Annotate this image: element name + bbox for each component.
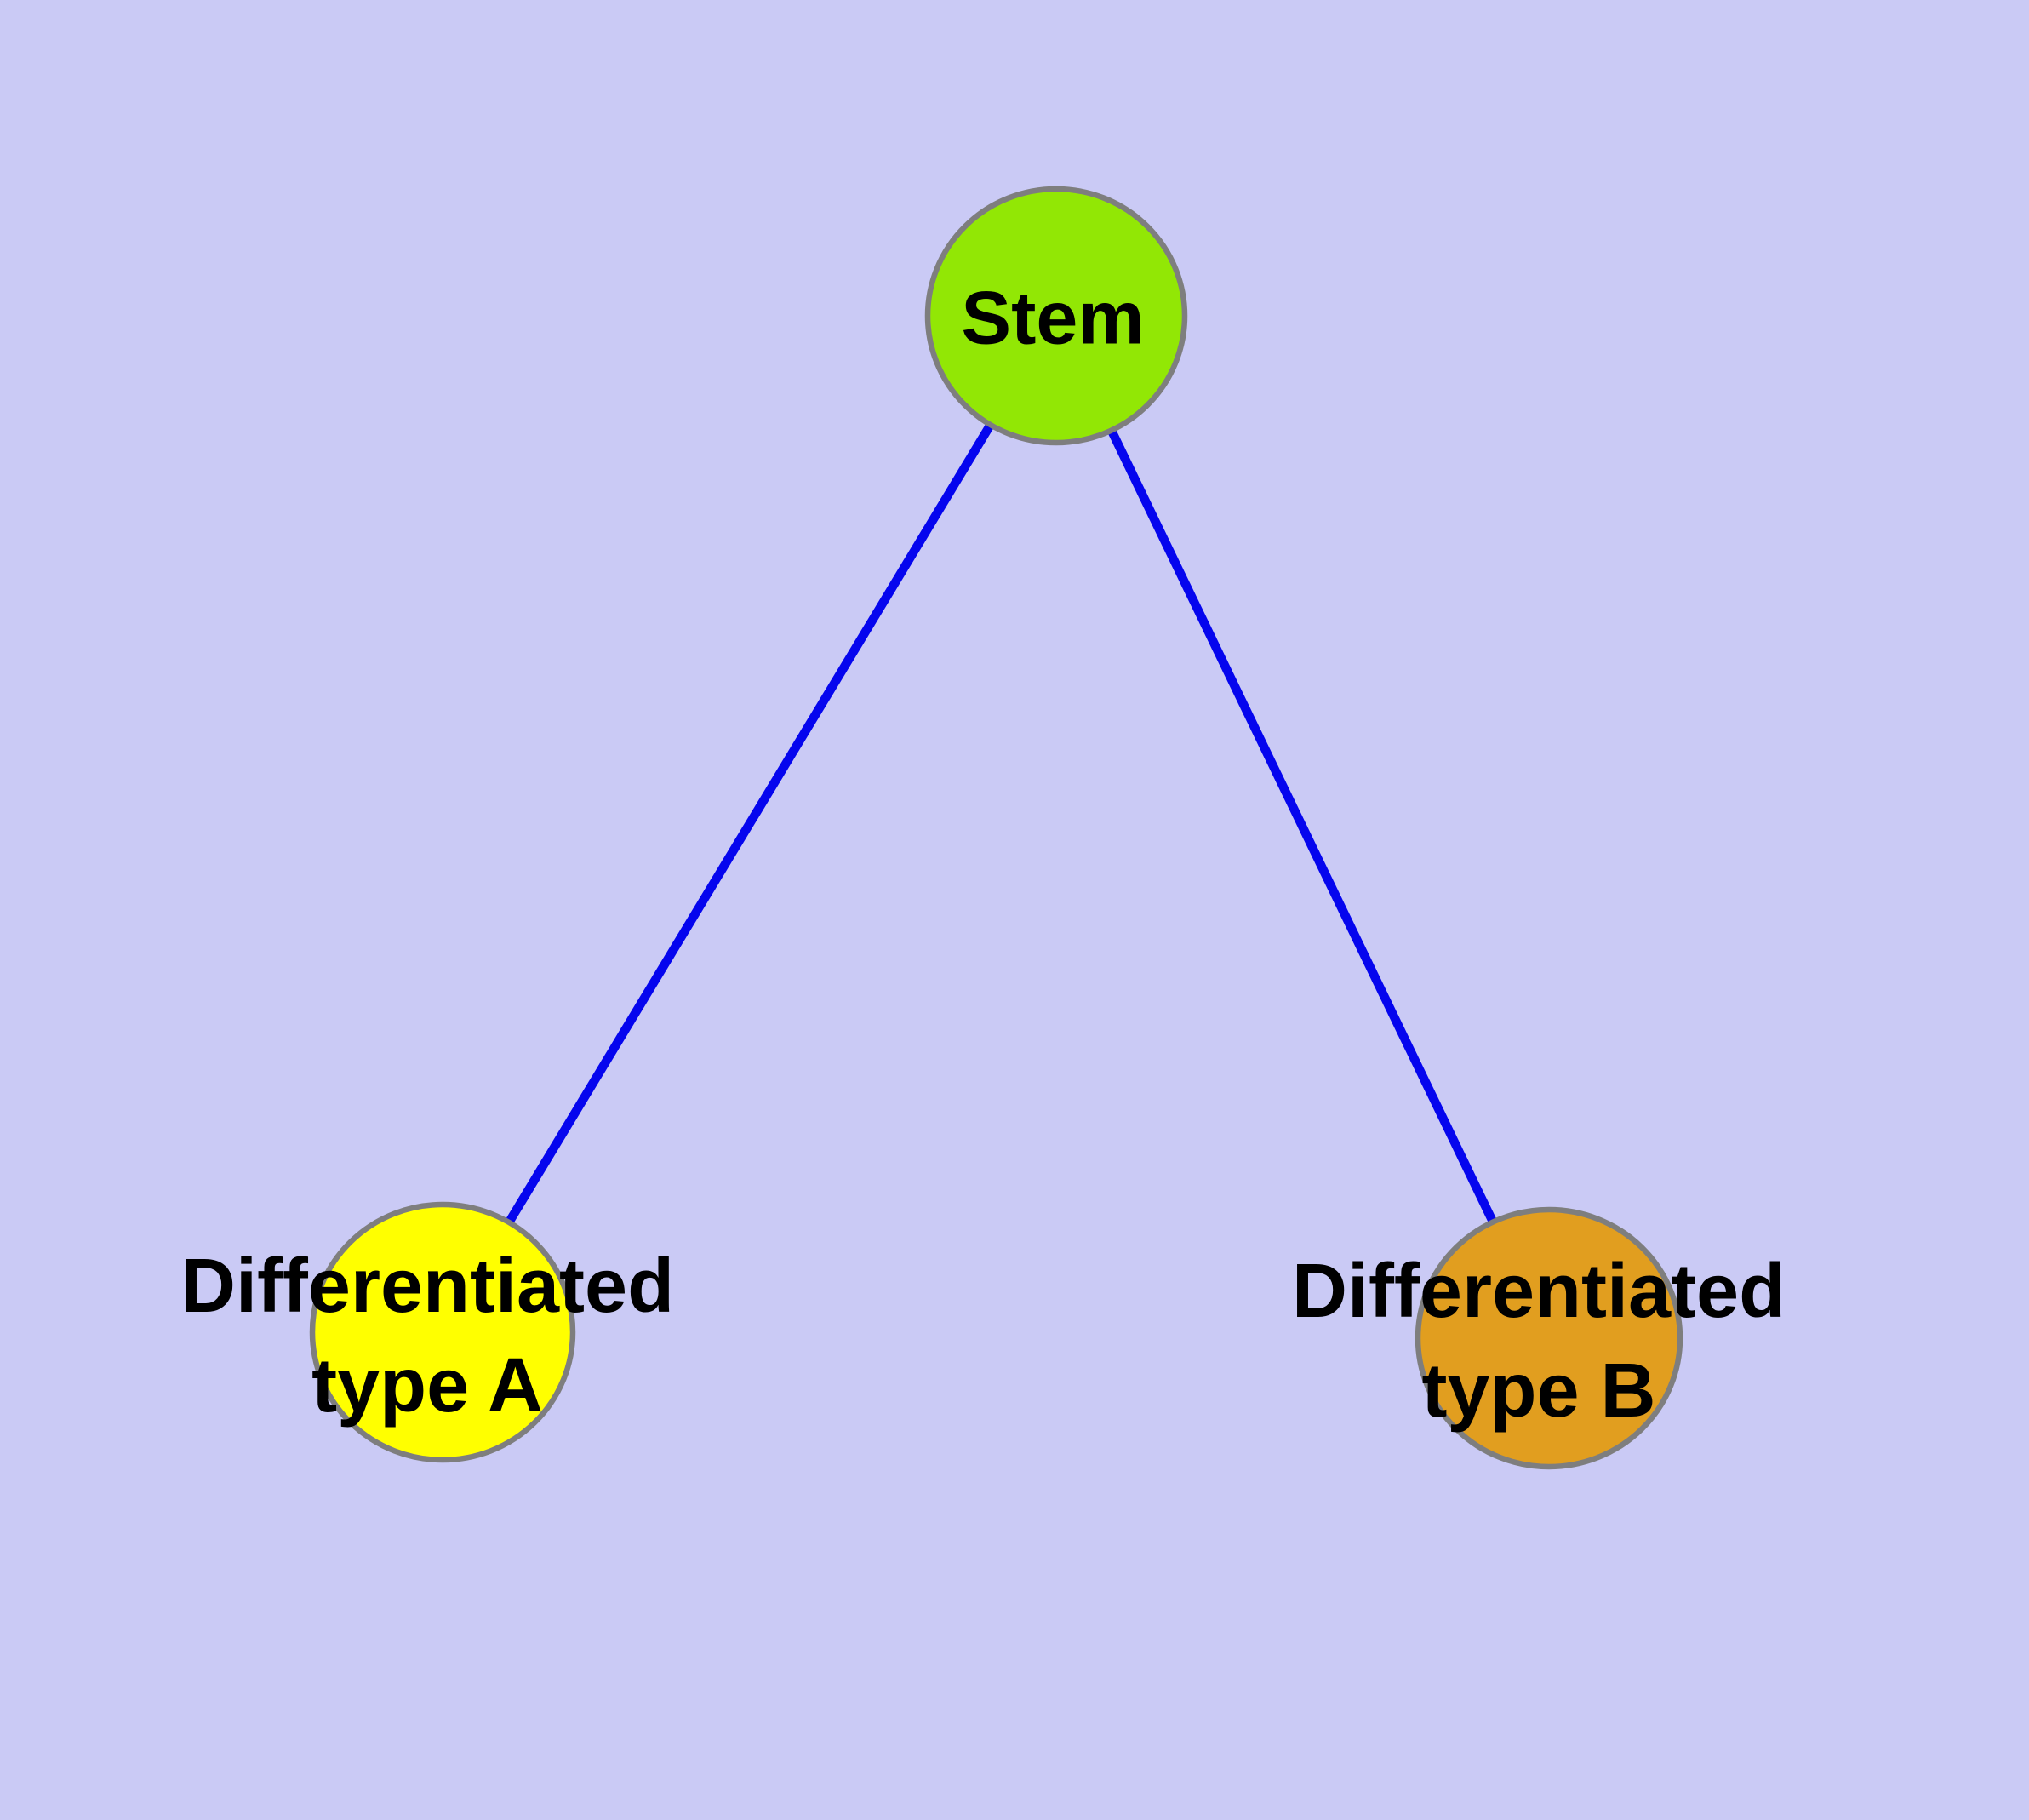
edge-stem-to-type-a (438, 313, 1060, 1335)
edge-stem-to-type-b (1052, 313, 1553, 1341)
node-type-b (1415, 1206, 1683, 1470)
node-type-a (309, 1201, 576, 1463)
node-stem (924, 186, 1188, 446)
